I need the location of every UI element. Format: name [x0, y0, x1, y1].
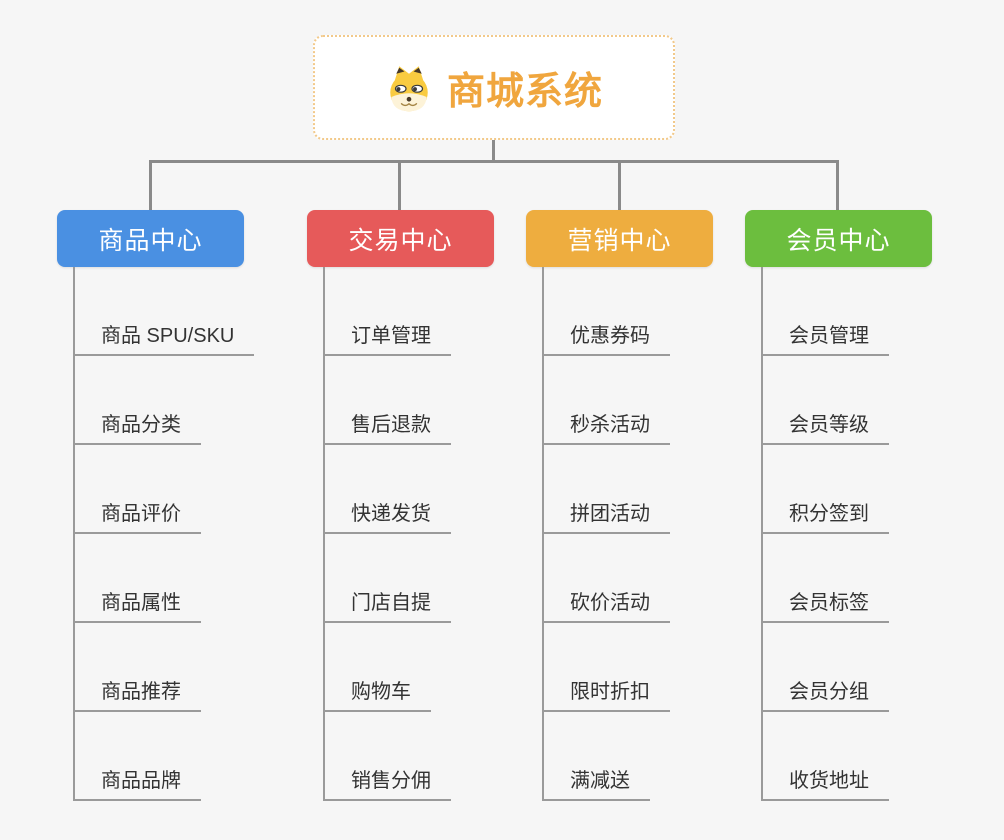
- leaf-node[interactable]: 门店自提: [325, 534, 451, 623]
- leaf-node[interactable]: 商品 SPU/SKU: [75, 267, 255, 356]
- connector-branch-stub: [836, 160, 839, 210]
- root-node[interactable]: 商城系统: [313, 35, 675, 140]
- leaf-list: 订单管理售后退款快递发货门店自提购物车销售分佣: [323, 267, 451, 801]
- leaf-node[interactable]: 快递发货: [325, 445, 451, 534]
- connector-branch-stub: [398, 160, 401, 210]
- branch-node[interactable]: 营销中心: [526, 210, 713, 267]
- branch-column: 会员中心 会员管理会员等级积分签到会员标签会员分组收货地址: [745, 210, 932, 801]
- leaf-node[interactable]: 订单管理: [325, 267, 451, 356]
- leaf-node[interactable]: 销售分佣: [325, 712, 451, 801]
- connector-branch-stub: [149, 160, 152, 210]
- connector-root-stub: [492, 140, 495, 163]
- leaf-node[interactable]: 商品品牌: [75, 712, 201, 801]
- leaf-node[interactable]: 秒杀活动: [544, 356, 670, 445]
- leaf-node[interactable]: 收货地址: [763, 712, 889, 801]
- leaf-list: 优惠券码秒杀活动拼团活动砍价活动限时折扣满减送: [542, 267, 670, 801]
- leaf-list: 会员管理会员等级积分签到会员标签会员分组收货地址: [761, 267, 889, 801]
- branch-column: 交易中心 订单管理售后退款快递发货门店自提购物车销售分佣: [307, 210, 494, 801]
- connector-bus: [149, 160, 839, 163]
- leaf-node[interactable]: 商品属性: [75, 534, 201, 623]
- leaf-node[interactable]: 商品推荐: [75, 623, 201, 712]
- leaf-node[interactable]: 会员标签: [763, 534, 889, 623]
- leaf-node[interactable]: 会员管理: [763, 267, 889, 356]
- leaf-node[interactable]: 商品评价: [75, 445, 201, 534]
- branch-column: 营销中心 优惠券码秒杀活动拼团活动砍价活动限时折扣满减送: [526, 210, 713, 801]
- leaf-node[interactable]: 限时折扣: [544, 623, 670, 712]
- root-title: 商城系统: [446, 71, 603, 113]
- connector-branch-stub: [618, 160, 621, 210]
- leaf-node[interactable]: 售后退款: [325, 356, 451, 445]
- leaf-node[interactable]: 会员等级: [763, 356, 889, 445]
- leaf-node[interactable]: 会员分组: [763, 623, 889, 712]
- branch-node[interactable]: 会员中心: [745, 210, 932, 267]
- leaf-node[interactable]: 商品分类: [75, 356, 201, 445]
- leaf-node[interactable]: 满减送: [544, 712, 650, 801]
- leaf-node[interactable]: 积分签到: [763, 445, 889, 534]
- leaf-node[interactable]: 砍价活动: [544, 534, 670, 623]
- branch-node[interactable]: 交易中心: [307, 210, 494, 267]
- leaf-node[interactable]: 优惠券码: [544, 267, 670, 356]
- branch-node[interactable]: 商品中心: [57, 210, 244, 267]
- leaf-node[interactable]: 购物车: [325, 623, 431, 712]
- doge-icon: [390, 65, 428, 111]
- leaf-node[interactable]: 拼团活动: [544, 445, 670, 534]
